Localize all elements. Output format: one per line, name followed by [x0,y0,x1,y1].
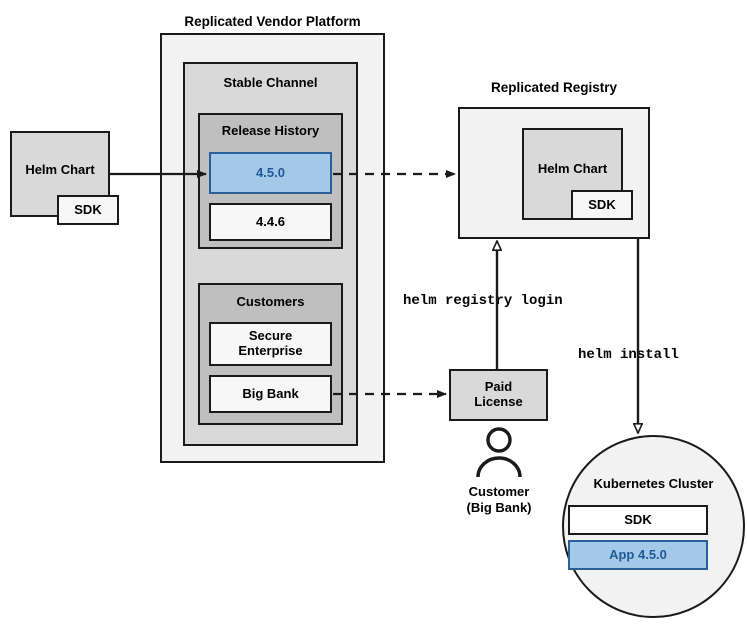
release-history-label: Release History [221,123,320,138]
helm-registry-login-command: helm registry login [403,293,563,309]
cluster-component-label: SDK [624,511,652,527]
cluster-component-app: App 4.5.0 [568,540,708,570]
registry-title: Replicated Registry [490,80,618,95]
helm-install-command: helm install [578,347,679,363]
source-sdk-box: SDK [57,195,119,225]
customer-name-label: Secure Enterprise [238,328,303,358]
kubernetes-cluster-label: Kubernetes Cluster [593,476,714,491]
customer-name-label: Big Bank [242,385,299,401]
source-helm-chart-label: Helm Chart [25,162,95,177]
customer-item-big-bank[interactable]: Big Bank [209,375,332,413]
release-version-label: 4.5.0 [256,164,285,180]
release-item-4-5-0[interactable]: 4.5.0 [209,152,332,194]
vendor-platform-title: Replicated Vendor Platform [184,14,361,29]
paid-license-label: Paid License [474,379,523,409]
customers-label: Customers [236,294,305,309]
registry-helm-chart-label: Helm Chart [537,161,608,176]
source-sdk-label: SDK [74,201,102,217]
registry-sdk-box: SDK [571,190,633,220]
release-item-4-4-6[interactable]: 4.4.6 [209,203,332,241]
cluster-component-label: App 4.5.0 [609,546,667,562]
cluster-component-sdk: SDK [568,505,708,535]
stable-channel-label: Stable Channel [223,75,318,90]
paid-license-box: Paid License [449,369,548,421]
customer-item-secure-enterprise[interactable]: Secure Enterprise [209,322,332,366]
registry-sdk-label: SDK [588,196,616,212]
customer-actor-label: Customer (Big Bank) [466,484,532,516]
release-version-label: 4.4.6 [256,213,285,229]
person-icon [476,427,522,478]
